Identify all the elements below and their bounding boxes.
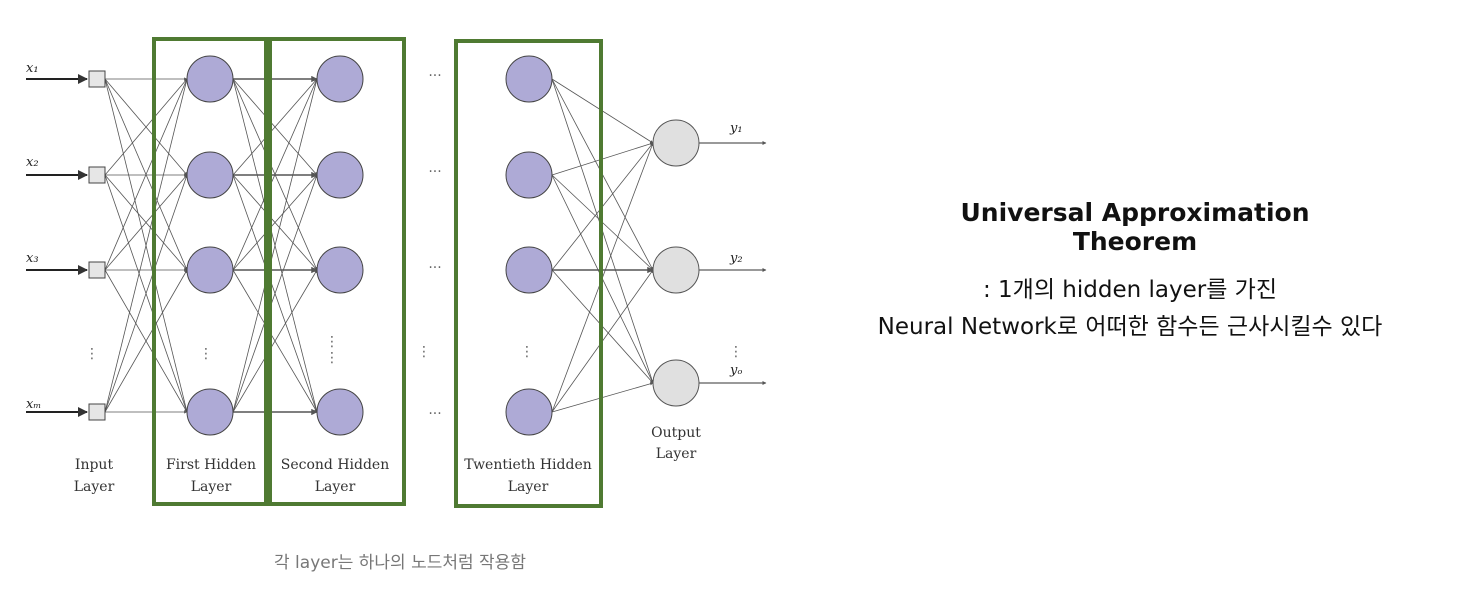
edge <box>104 78 188 176</box>
hidden-node <box>505 151 553 199</box>
theorem-line-1: : 1개의 hidden layer를 가진 <box>982 277 1278 303</box>
hidden-layer-box <box>454 39 603 508</box>
output-layer-label-2: Layer <box>656 446 697 462</box>
twentieth-hidden-label-2: Layer <box>508 479 549 495</box>
output-node <box>652 359 700 407</box>
output-layer-label-1: Output <box>651 425 701 441</box>
hidden-layer-box <box>152 37 268 506</box>
first-hidden-label-2: Layer <box>191 479 232 495</box>
edge <box>232 269 318 413</box>
theorem-line-2: Neural Network로 어떠한 함수든 근사시킬수 있다 <box>877 314 1383 340</box>
theorem-description: : 1개의 hidden layer를 가진 Neural Network로 어… <box>800 272 1460 346</box>
edge <box>104 174 188 413</box>
connection-edges <box>26 74 767 417</box>
first-hidden-label-1: First Hidden <box>166 457 256 473</box>
edge <box>104 174 188 271</box>
neural-network-diagram: x₁ x₂ x₃ xₘ y₁ y₂ yₒ Input Layer First H… <box>26 37 767 508</box>
network-nodes <box>88 55 700 436</box>
input-layer-label-1: Input <box>75 457 114 473</box>
vdots-twentieth: ⋮ <box>520 344 534 360</box>
ellipsis-row-4: ... <box>428 402 441 418</box>
output-node <box>652 246 700 294</box>
input-node <box>88 70 106 88</box>
vdots-second-a: ⋮ <box>325 334 339 350</box>
edge <box>232 78 318 413</box>
hidden-node <box>505 388 553 436</box>
input-layer-label-2: Layer <box>74 479 115 495</box>
output-label-y1: y₁ <box>729 121 743 136</box>
output-node <box>652 119 700 167</box>
hidden-layer-box <box>268 37 406 506</box>
theorem-title: Universal Approximation Theorem <box>960 198 1310 256</box>
output-label-y2: y₂ <box>729 251 743 266</box>
edge <box>232 78 318 176</box>
hidden-node <box>316 151 364 199</box>
input-label-x3: x₃ <box>26 251 39 266</box>
twentieth-hidden-label-1: Twentieth Hidden <box>464 457 592 473</box>
input-node <box>88 403 106 421</box>
input-label-xm: xₘ <box>26 397 41 412</box>
second-hidden-label-2: Layer <box>315 479 356 495</box>
edge <box>232 78 318 271</box>
hidden-node <box>505 246 553 294</box>
input-node <box>88 261 106 279</box>
hidden-node <box>505 55 553 103</box>
ellipsis-row-1: ... <box>428 64 441 80</box>
hidden-node <box>186 151 234 199</box>
hidden-node <box>316 55 364 103</box>
input-label-x2: x₂ <box>26 155 39 170</box>
diagram-labels: x₁ x₂ x₃ xₘ y₁ y₂ yₒ Input Layer First H… <box>26 61 743 495</box>
edge <box>104 78 188 271</box>
output-label-yo: yₒ <box>729 363 742 378</box>
vdots-output: ⋮ <box>729 344 743 360</box>
hidden-node <box>186 55 234 103</box>
edge <box>104 78 188 413</box>
hidden-node <box>316 246 364 294</box>
hidden-node <box>186 246 234 294</box>
layer-boxes <box>152 37 603 508</box>
hidden-node <box>186 388 234 436</box>
input-node <box>88 166 106 184</box>
vdots-first: ⋮ <box>199 346 213 362</box>
edge <box>232 174 318 413</box>
vdots-second-b: ⋮ <box>325 350 339 366</box>
vdots-input: ⋮ <box>85 346 99 362</box>
input-label-x1: x₁ <box>26 61 39 76</box>
slide-caption: 각 layer는 하나의 노드처럼 작용함 <box>274 553 526 573</box>
hidden-node <box>316 388 364 436</box>
vdots-gap: ⋮ <box>417 344 431 360</box>
second-hidden-label-1: Second Hidden <box>281 457 390 473</box>
ellipsis-row-2: ... <box>428 160 441 176</box>
ellipsis-row-3: ... <box>428 256 441 272</box>
edge <box>104 269 188 413</box>
edge <box>232 174 318 271</box>
